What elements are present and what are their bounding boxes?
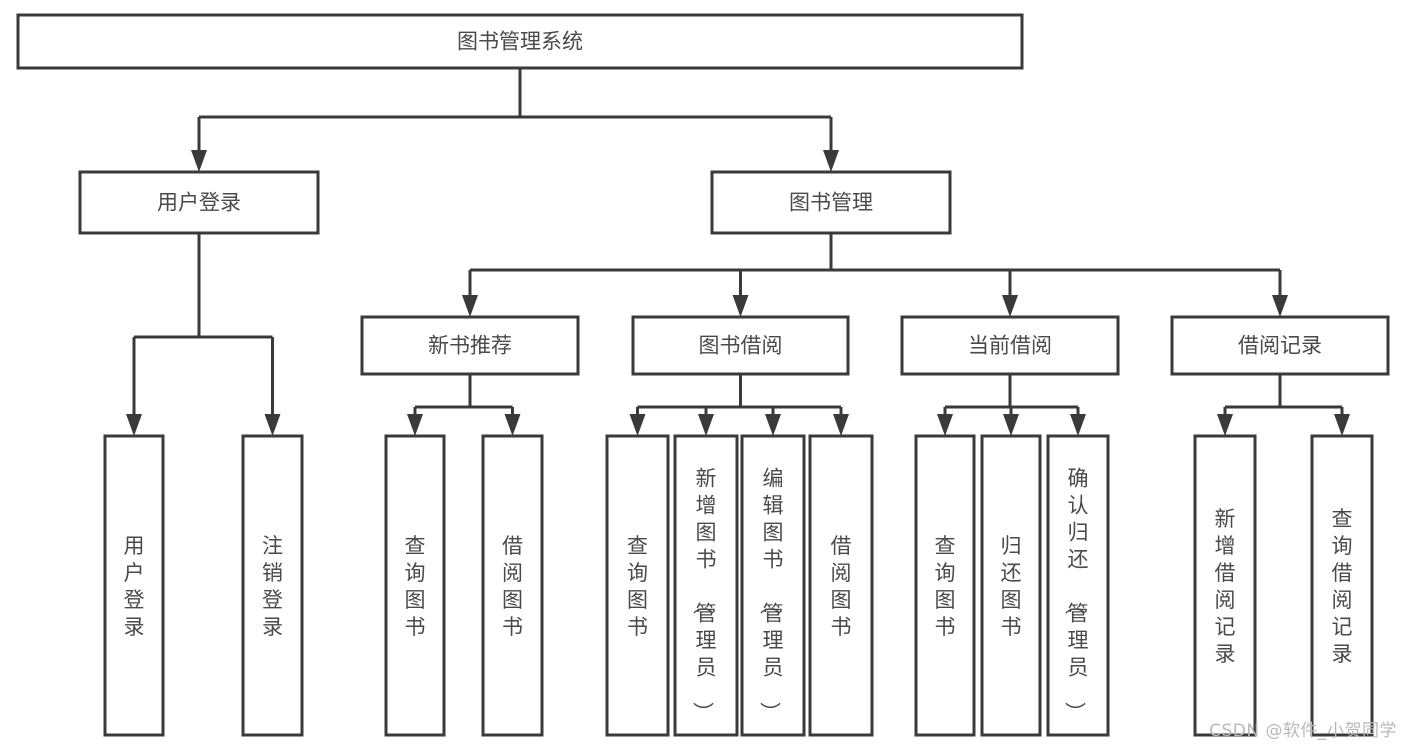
node-label-l-login: 用户登录: [124, 534, 145, 639]
arrow-head-icon: [407, 414, 423, 436]
arrow-head-icon: [765, 414, 781, 436]
arrow-head-icon: [1217, 414, 1233, 436]
connector-group-borrow: [629, 374, 849, 436]
arrow-head-icon: [1003, 414, 1019, 436]
arrow-head-icon: [629, 414, 646, 436]
node-box-l-addrec[interactable]: [1193, 434, 1257, 737]
node-label-current: 当前借阅: [968, 334, 1052, 358]
node-label-l-edit: 编辑图书（管理员）: [758, 467, 784, 723]
node-current[interactable]: 当前借阅: [900, 315, 1120, 376]
node-box-l-confirm[interactable]: [1046, 434, 1110, 737]
node-box-l-borrow1[interactable]: [481, 434, 544, 737]
node-l-query2[interactable]: 查询图书: [605, 434, 670, 737]
node-label-l-query1: 查询图书: [405, 534, 426, 639]
node-label-newbook: 新书推荐: [428, 334, 512, 358]
node-l-addrec[interactable]: 新增借阅记录: [1193, 434, 1257, 737]
arrow-head-icon: [1272, 295, 1288, 317]
node-box-current[interactable]: [900, 315, 1120, 376]
node-records[interactable]: 借阅记录: [1170, 315, 1390, 376]
node-label-l-query2: 查询图书: [627, 534, 648, 639]
node-label-records: 借阅记录: [1238, 334, 1322, 358]
arrow-head-icon: [937, 414, 953, 436]
node-label-l-borrow1: 借阅图书: [502, 534, 523, 639]
arrow-head-icon: [504, 414, 521, 436]
node-label-root: 图书管理系统: [457, 30, 583, 54]
node-login[interactable]: 用户登录: [78, 170, 320, 235]
arrow-head-icon: [1070, 414, 1086, 436]
node-root[interactable]: 图书管理系统: [16, 13, 1024, 70]
node-l-query1[interactable]: 查询图书: [384, 434, 446, 737]
node-label-l-confirm: 确认归还（管理员）: [1063, 467, 1089, 723]
node-label-l-query3: 查询图书: [935, 534, 956, 639]
node-l-edit[interactable]: 编辑图书（管理员）: [740, 434, 806, 737]
node-label-borrow: 图书借阅: [699, 334, 783, 358]
node-label-l-return: 归还图书: [1001, 534, 1022, 639]
connector-layer: [126, 68, 1350, 436]
arrow-head-icon: [833, 414, 849, 436]
node-l-add[interactable]: 新增图书（管理员）: [673, 434, 739, 737]
node-l-borrow1[interactable]: 借阅图书: [481, 434, 544, 737]
node-label-l-borrow2: 借阅图书: [831, 534, 852, 639]
node-box-newbook[interactable]: [360, 315, 580, 376]
node-bookmgmt[interactable]: 图书管理: [710, 170, 952, 235]
node-layer: 图书管理系统用户登录图书管理新书推荐图书借阅当前借阅借阅记录用户登录注销登录查询…: [16, 13, 1390, 737]
node-borrow[interactable]: 图书借阅: [631, 315, 850, 376]
node-l-return[interactable]: 归还图书: [980, 434, 1042, 737]
node-box-l-return[interactable]: [980, 434, 1042, 737]
node-box-l-login[interactable]: [103, 434, 165, 737]
node-box-login[interactable]: [78, 170, 320, 235]
node-l-confirm[interactable]: 确认归还（管理员）: [1046, 434, 1110, 737]
node-box-l-logout[interactable]: [241, 434, 304, 737]
node-box-l-query2[interactable]: [605, 434, 670, 737]
node-box-l-queryrec[interactable]: [1310, 434, 1374, 737]
arrow-head-icon: [732, 295, 749, 317]
arrow-head-icon: [823, 150, 839, 172]
node-box-l-add[interactable]: [673, 434, 739, 737]
arrow-head-icon: [698, 414, 714, 436]
node-newbook[interactable]: 新书推荐: [360, 315, 580, 376]
node-label-l-queryrec: 查询借阅记录: [1332, 507, 1353, 666]
arrow-head-icon: [1002, 295, 1018, 317]
node-box-borrow[interactable]: [631, 315, 850, 376]
node-label-login: 用户登录: [157, 191, 241, 215]
arrow-head-icon: [1334, 414, 1350, 436]
arrow-head-icon: [264, 414, 281, 436]
connector-group-records: [1217, 374, 1350, 436]
arrow-head-icon: [126, 414, 142, 436]
node-label-l-logout: 注销登录: [262, 534, 283, 639]
connector-group-current: [937, 374, 1086, 436]
node-label-l-addrec: 新增借阅记录: [1215, 507, 1236, 666]
node-box-bookmgmt[interactable]: [710, 170, 952, 235]
connector-group-login: [126, 233, 281, 436]
node-label-l-add: 新增图书（管理员）: [691, 467, 717, 723]
node-l-queryrec[interactable]: 查询借阅记录: [1310, 434, 1374, 737]
node-l-logout[interactable]: 注销登录: [241, 434, 304, 737]
node-box-l-edit[interactable]: [740, 434, 806, 737]
node-box-l-borrow2[interactable]: [808, 434, 874, 737]
node-l-query3[interactable]: 查询图书: [914, 434, 976, 737]
arrow-head-icon: [462, 295, 478, 317]
connector-group-root: [191, 68, 839, 172]
node-l-login[interactable]: 用户登录: [103, 434, 165, 737]
connector-group-newbook: [407, 374, 521, 436]
arrow-head-icon: [191, 150, 207, 172]
node-box-root[interactable]: [16, 13, 1024, 70]
node-l-borrow2[interactable]: 借阅图书: [808, 434, 874, 737]
connector-group-bookmgmt: [462, 233, 1288, 317]
node-box-l-query3[interactable]: [914, 434, 976, 737]
node-box-l-query1[interactable]: [384, 434, 446, 737]
node-label-bookmgmt: 图书管理: [789, 191, 873, 215]
node-box-records[interactable]: [1170, 315, 1390, 376]
